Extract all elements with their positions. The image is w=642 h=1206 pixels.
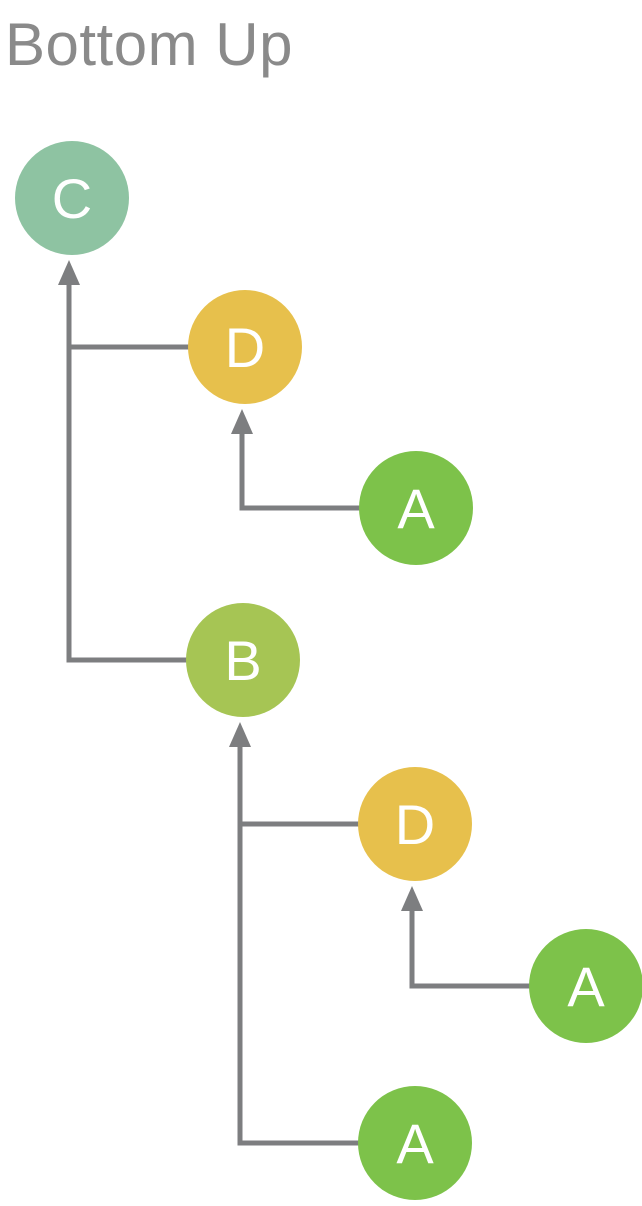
arrowhead-into-C <box>58 260 80 285</box>
node-B: B <box>186 603 300 717</box>
arrowhead-into-B <box>229 722 251 747</box>
node-B-label: B <box>224 629 261 692</box>
node-A3-label: A <box>396 1112 434 1175</box>
nodes: C D A B D A A <box>15 141 642 1200</box>
node-C-circle <box>15 141 129 255</box>
node-D2-circle <box>358 767 472 881</box>
page-title: Bottom Up <box>5 11 293 78</box>
node-A2-label: A <box>567 955 605 1018</box>
node-A1-label: A <box>397 477 435 540</box>
node-C: C <box>15 141 129 255</box>
connectors <box>58 260 533 1146</box>
node-A3-circle <box>358 1086 472 1200</box>
node-A1: A <box>359 451 473 565</box>
node-D1: D <box>188 290 302 404</box>
node-C-label: C <box>52 167 92 230</box>
node-D2: D <box>358 767 472 881</box>
node-D2-label: D <box>395 793 435 856</box>
node-A2-circle <box>529 929 642 1043</box>
node-A2: A <box>529 929 642 1043</box>
arrowhead-into-D2 <box>401 886 423 911</box>
node-D1-circle <box>188 290 302 404</box>
arrowhead-into-D1 <box>231 409 253 434</box>
node-D1-label: D <box>225 316 265 379</box>
node-A1-circle <box>359 451 473 565</box>
node-B-circle <box>186 603 300 717</box>
node-A3: A <box>358 1086 472 1200</box>
